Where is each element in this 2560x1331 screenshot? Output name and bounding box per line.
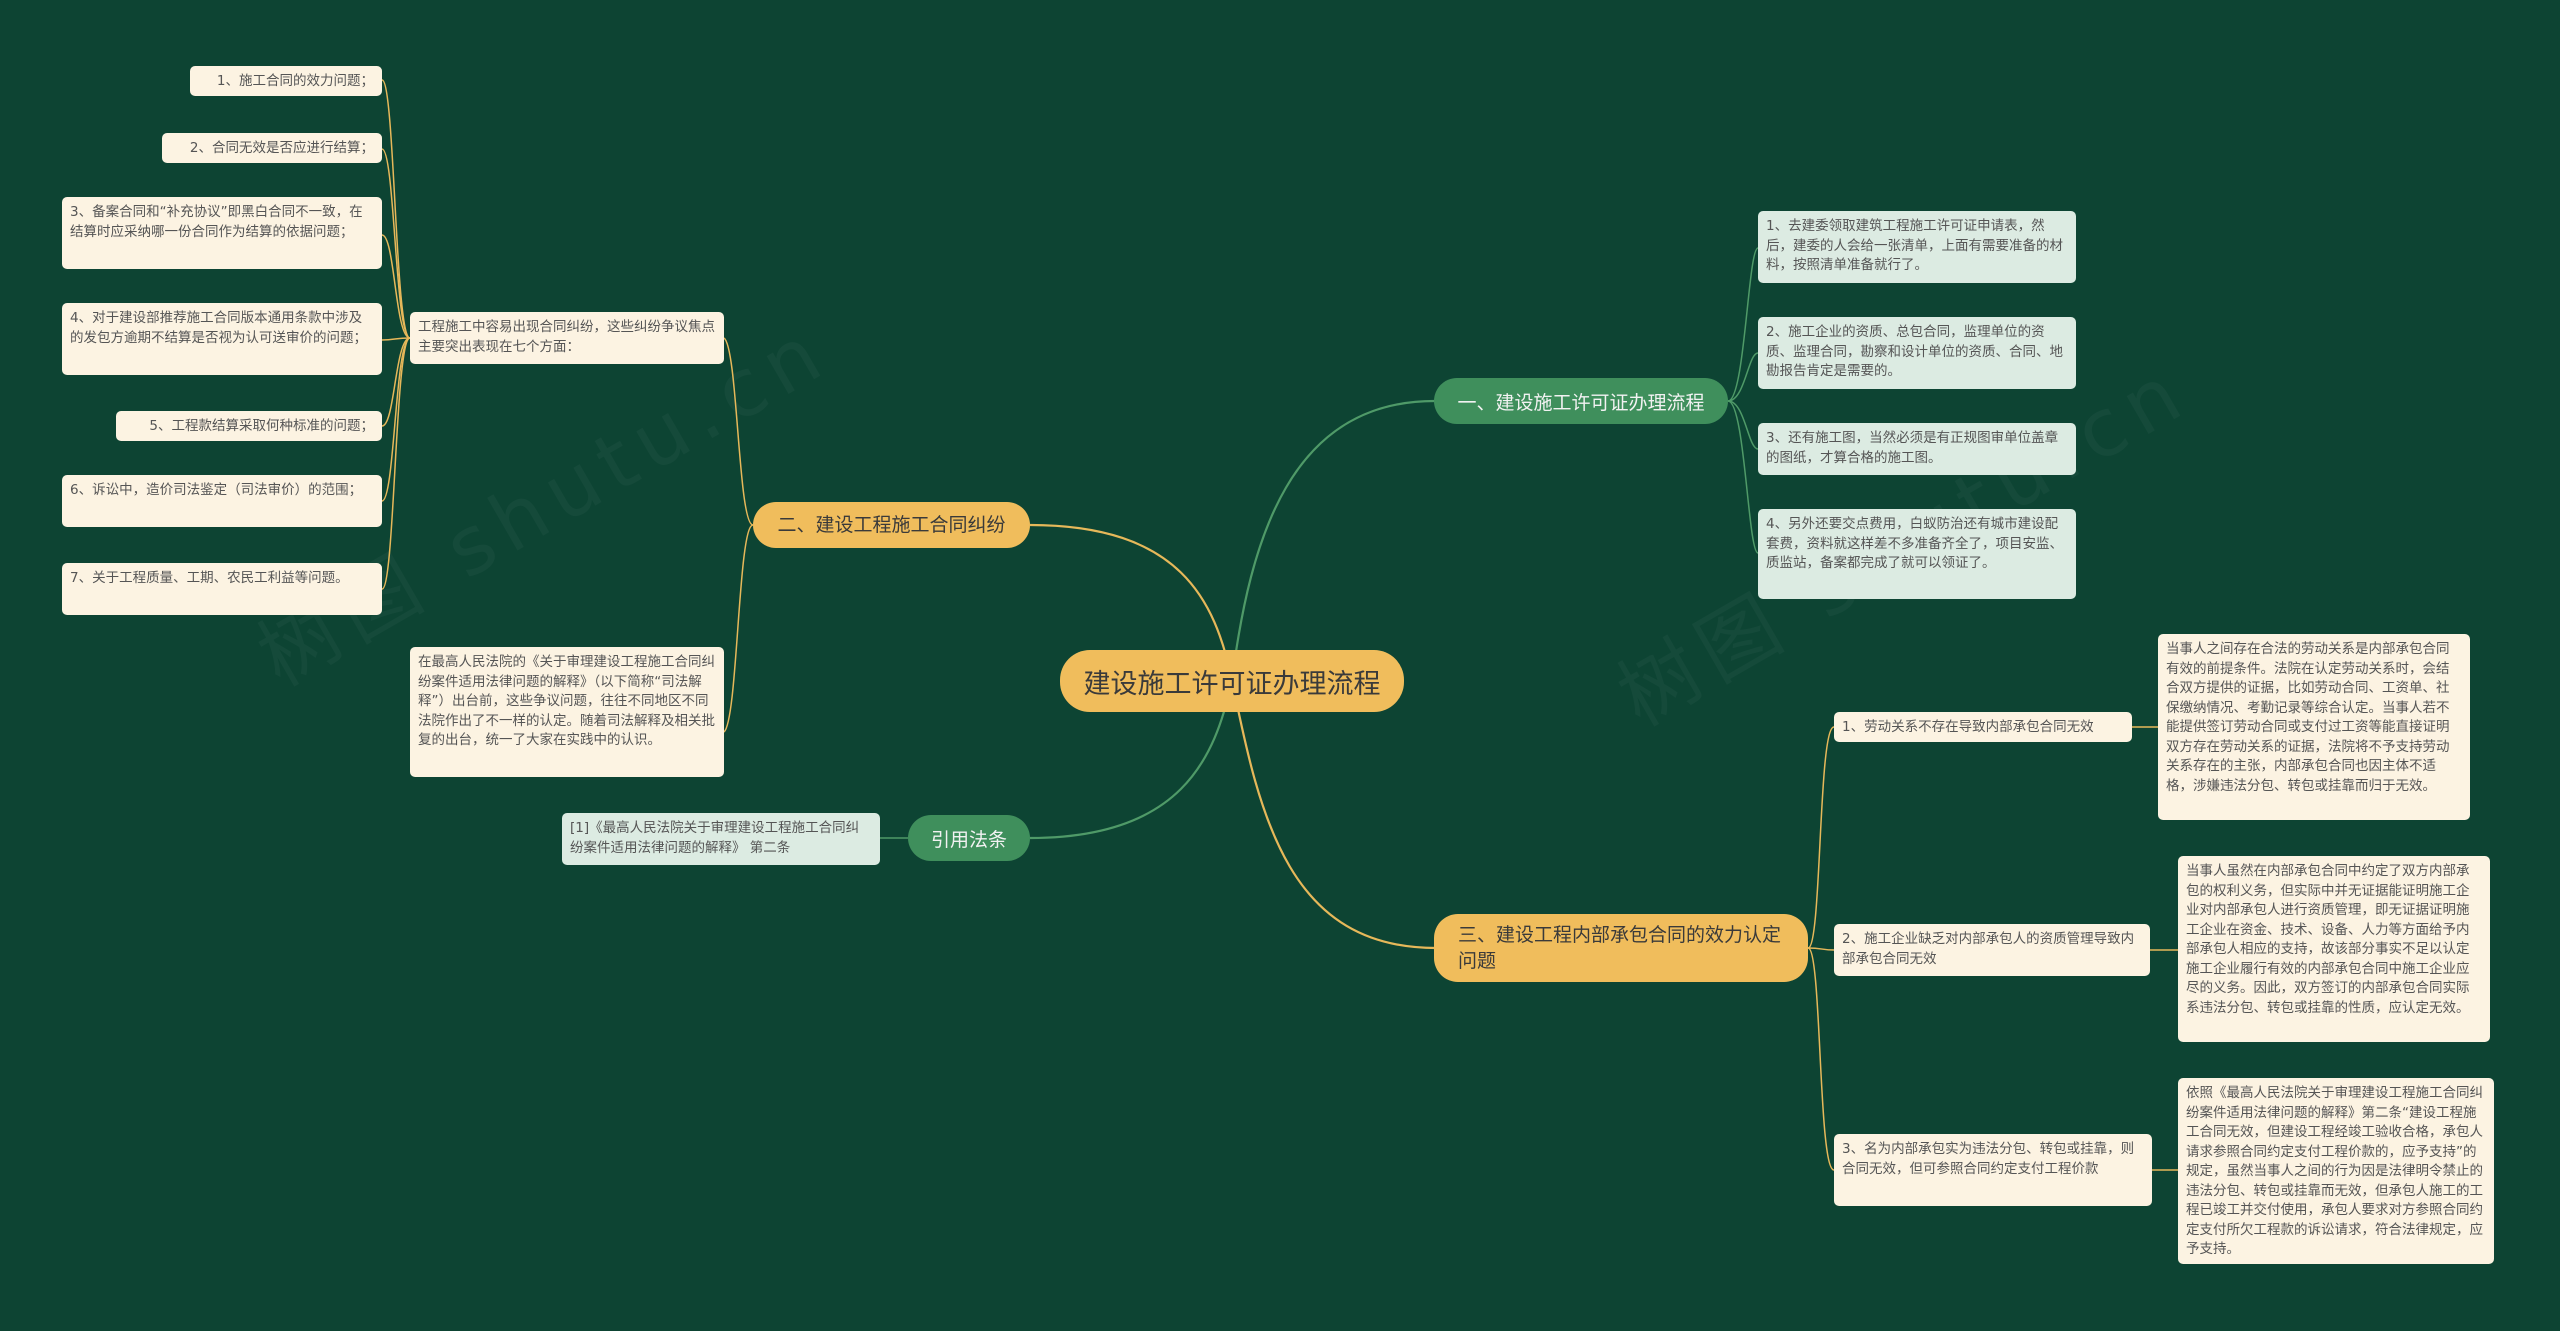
branch-1-label: 一、建设施工许可证办理流程 — [1457, 391, 1705, 414]
branch-1-item-4[interactable]: 4、另外还要交点费用，白蚁防治还有城市建设配套费，资料就这样差不多准备齐全了，项… — [1758, 509, 2076, 599]
dispute-item-6[interactable]: 6、诉讼中，造价司法鉴定（司法审价）的范围； — [62, 475, 382, 527]
branch-3-sub-3[interactable]: 3、名为内部承包实为违法分包、转包或挂靠，则合同无效，但可参照合同约定支付工程价… — [1834, 1134, 2152, 1206]
branch-1-item-3[interactable]: 3、还有施工图，当然必须是有正规图审单位盖章的图纸，才算合格的施工图。 — [1758, 423, 2076, 475]
branch-4[interactable]: 引用法条 — [908, 815, 1030, 861]
dispute-item-2[interactable]: 2、合同无效是否应进行结算； — [162, 133, 382, 163]
branch-1-item-1[interactable]: 1、去建委领取建筑工程施工许可证申请表，然后，建委的人会给一张清单，上面有需要准… — [1758, 211, 2076, 283]
branch-3-detail-2[interactable]: 当事人虽然在内部承包合同中约定了双方内部承包的权利义务，但实际中并无证据能证明施… — [2178, 856, 2490, 1042]
branch-1[interactable]: 一、建设施工许可证办理流程 — [1434, 378, 1728, 424]
branch-2-intro[interactable]: 工程施工中容易出现合同纠纷，这些纠纷争议焦点主要突出表现在七个方面： — [410, 312, 724, 364]
branch-2[interactable]: 二、建设工程施工合同纠纷 — [753, 502, 1030, 548]
branch-4-label: 引用法条 — [930, 828, 1007, 851]
branch-2-label: 二、建设工程施工合同纠纷 — [777, 514, 1006, 536]
central-topic-label: 建设施工许可证办理流程 — [1083, 668, 1381, 700]
dispute-item-3[interactable]: 3、备案合同和“补充协议”即黑白合同不一致，在结算时应采纳哪一份合同作为结算的依… — [62, 197, 382, 269]
central-topic[interactable]: 建设施工许可证办理流程 — [1060, 650, 1404, 712]
dispute-item-5[interactable]: 5、工程款结算采取何种标准的问题； — [116, 411, 382, 441]
branch-2-note[interactable]: 在最高人民法院的《关于审理建设工程施工合同纠纷案件适用法律问题的解释》（以下简称… — [410, 647, 724, 777]
dispute-item-1[interactable]: 1、施工合同的效力问题； — [190, 66, 382, 96]
link-center-b2 — [1029, 523, 1234, 681]
branch-3-detail-3[interactable]: 依照《最高人民法院关于审理建设工程施工合同纠纷案件适用法律问题的解释》第二条“建… — [2178, 1078, 2494, 1264]
branch-1-item-2[interactable]: 2、施工企业的资质、总包合同，监理单位的资质、监理合同，勘察和设计单位的资质、合… — [1758, 317, 2076, 389]
branch-3-sub-2[interactable]: 2、施工企业缺乏对内部承包人的资质管理导致内部承包合同无效 — [1834, 924, 2150, 976]
branch-3-sub-1[interactable]: 1、劳动关系不存在导致内部承包合同无效 — [1834, 712, 2132, 742]
dispute-item-4[interactable]: 4、对于建设部推荐施工合同版本通用条款中涉及的发包方逾期不结算是否视为认可送审价… — [62, 303, 382, 375]
branch-3-label: 三、建设工程内部承包合同的效力认定问题 — [1458, 924, 1782, 972]
dispute-item-7[interactable]: 7、关于工程质量、工期、农民工利益等问题。 — [62, 563, 382, 615]
branch-4-item-1[interactable]: [1]《最高人民法院关于审理建设工程施工合同纠纷案件适用法律问题的解释》 第二条 — [562, 813, 880, 865]
link-center-b3 — [1230, 679, 1437, 950]
branch-3[interactable]: 三、建设工程内部承包合同的效力认定问题 — [1434, 914, 1808, 982]
branch-3-detail-1[interactable]: 当事人之间存在合法的劳动关系是内部承包合同有效的前提条件。法院在认定劳动关系时，… — [2158, 634, 2470, 820]
link-center-b1 — [1230, 399, 1437, 681]
